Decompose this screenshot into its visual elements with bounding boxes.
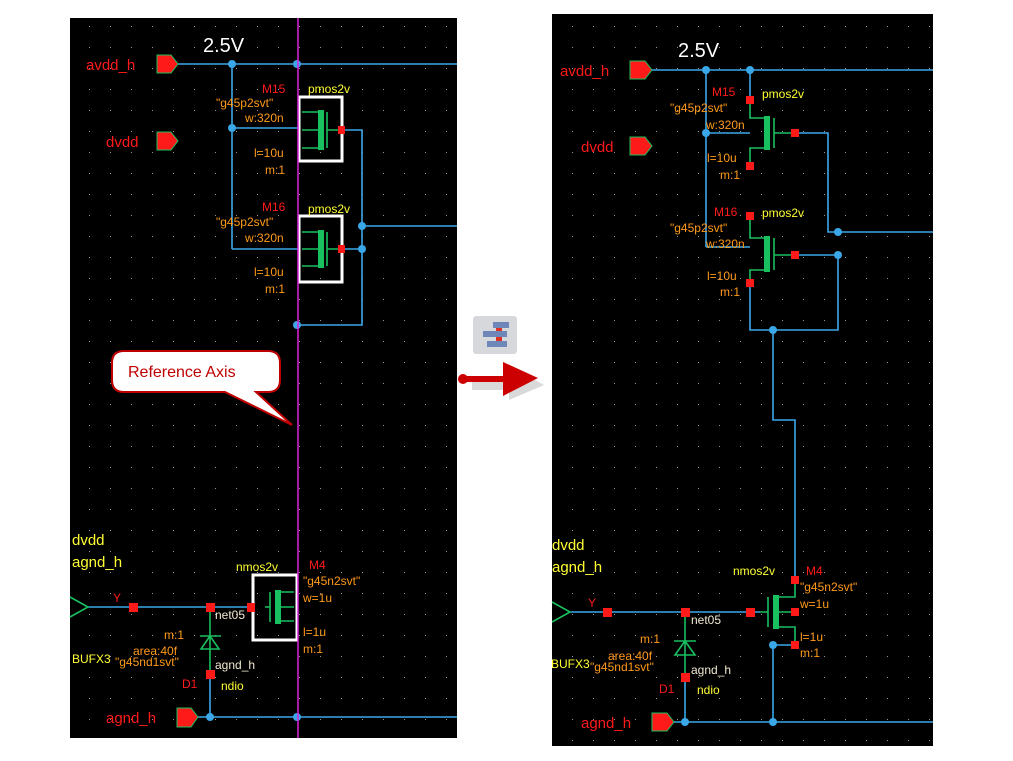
m15-name: M15: [262, 82, 286, 96]
m4-multiplier: m:1: [800, 646, 820, 660]
m16-model: "g45p2svt": [670, 221, 727, 235]
m4-width: w=1u: [302, 591, 332, 605]
m15-width: w:320n: [244, 111, 284, 125]
align-vertical-icon[interactable]: [473, 316, 517, 354]
d1-cell: ndio: [697, 683, 720, 697]
y-terminal: [603, 608, 612, 617]
m15-model: "g45p2svt": [670, 101, 727, 115]
m4-length: l=1u: [303, 625, 326, 639]
d1-net: agnd_h: [691, 663, 731, 677]
net-y-label: Y: [113, 591, 121, 605]
m4-model: "g45n2svt": [303, 574, 360, 588]
transistor-m15[interactable]: M15 pmos2v "g45p2svt" w:320n l=10u m:1: [216, 82, 350, 177]
diode-terminal: [206, 603, 215, 612]
m4-width: w=1u: [799, 597, 829, 611]
wires: [570, 69, 933, 723]
callout-text: Reference Axis: [128, 364, 236, 381]
transistor-m4[interactable]: nmos2v M4 "g45n2svt" w=1u l=1u m:1: [236, 558, 360, 656]
offpage-dvdd: dvdd: [552, 537, 585, 554]
avdd-pin[interactable]: [629, 60, 653, 80]
m15-width: w:320n: [705, 118, 745, 132]
m15-multiplier: m:1: [265, 163, 285, 177]
m4-model: "g45n2svt": [800, 580, 857, 594]
avdd-pin-label: avdd_h: [86, 57, 135, 74]
m16-cell: pmos2v: [308, 202, 350, 216]
agnd-pin[interactable]: [651, 712, 675, 732]
y-pin-arrow[interactable]: [69, 596, 90, 618]
y-terminal: [129, 603, 138, 612]
d1-area: area:40f: [608, 649, 653, 663]
buffer-label: BUFX3: [72, 652, 111, 666]
m16-model: "g45p2svt": [216, 215, 273, 229]
m16-width: w:320n: [705, 237, 745, 251]
schematic-before[interactable]: avdd_h dvdd agnd_h 2.5V M15 pmos2v "g45p…: [69, 18, 457, 738]
schematic-after[interactable]: avdd_h dvdd agnd_h 2.5V M15 pmos2v "g45p…: [551, 14, 933, 746]
d1-multiplier: m:1: [640, 632, 660, 646]
m15-length: l=10u: [254, 146, 284, 160]
d1-cell: ndio: [221, 679, 244, 693]
wire-nodes: [206, 60, 366, 721]
m4-cell: nmos2v: [236, 560, 278, 574]
offpage-dvdd: dvdd: [72, 532, 105, 549]
m15-name: M15: [712, 85, 736, 99]
diode-d1[interactable]: m:1 area:40f "g45nd1svt" agnd_h D1 ndio: [590, 632, 731, 697]
transform-arrow-icon: [458, 362, 544, 400]
d1-model: "g45nd1svt": [115, 655, 179, 669]
m15-model: "g45p2svt": [216, 96, 273, 110]
diode-d1[interactable]: m:1 area:40f "g45nd1svt" agnd_h D1 ndio: [115, 628, 255, 693]
buffer-label: BUFX3: [551, 657, 590, 671]
dvdd-pin-label: dvdd: [581, 139, 614, 156]
dvdd-pin-label: dvdd: [106, 134, 139, 151]
m16-length: l=10u: [254, 265, 284, 279]
offpage-agnd: agnd_h: [72, 554, 122, 571]
grid: [552, 14, 933, 746]
reference-axis-callout: Reference Axis: [111, 350, 293, 426]
m16-length: l=10u: [707, 269, 737, 283]
m16-name: M16: [714, 205, 738, 219]
d1-multiplier: m:1: [164, 628, 184, 642]
dvdd-pin[interactable]: [156, 131, 179, 151]
wire-nodes: [681, 66, 842, 726]
y-pin-arrow[interactable]: [551, 601, 572, 623]
d1-net: agnd_h: [215, 658, 255, 672]
m4-length: l=1u: [800, 630, 823, 644]
d1-name: D1: [659, 682, 675, 696]
transistor-m16[interactable]: M16 pmos2v "g45p2svt" w:320n l=10u m:1: [216, 200, 350, 296]
m4-name: M4: [806, 564, 823, 578]
m4-name: M4: [309, 558, 326, 572]
transistor-m4[interactable]: nmos2v M4 "g45n2svt" w=1u l=1u m:1: [733, 564, 857, 660]
m4-cell: nmos2v: [733, 564, 775, 578]
transistor-m15[interactable]: M15 pmos2v "g45p2svt" w:320n l=10u m:1: [670, 85, 804, 182]
m16-width: w:320n: [244, 231, 284, 245]
d1-model: "g45nd1svt": [590, 660, 654, 674]
agnd-pin-label: agnd_h: [581, 715, 631, 732]
diode-terminal: [681, 608, 690, 617]
net05-label: net05: [215, 608, 245, 622]
avdd-pin[interactable]: [156, 54, 179, 74]
net05-label: net05: [691, 613, 721, 627]
m4-multiplier: m:1: [303, 642, 323, 656]
avdd-pin-label: avdd_h: [560, 63, 609, 80]
supply-voltage-label: 2.5V: [678, 40, 720, 62]
agnd-pin[interactable]: [176, 707, 199, 728]
d1-name: D1: [182, 677, 198, 691]
supply-voltage-label: 2.5V: [203, 35, 245, 57]
m16-multiplier: m:1: [720, 285, 740, 299]
transistor-m16[interactable]: M16 pmos2v "g45p2svt" w:320n l=10u m:1: [670, 205, 804, 299]
m16-name: M16: [262, 200, 286, 214]
m15-cell: pmos2v: [762, 87, 804, 101]
agnd-pin-label: agnd_h: [106, 710, 156, 727]
m15-multiplier: m:1: [720, 168, 740, 182]
m16-cell: pmos2v: [762, 206, 804, 220]
d1-area: area:40f: [133, 644, 178, 658]
offpage-agnd: agnd_h: [552, 559, 602, 576]
dvdd-pin[interactable]: [629, 136, 653, 156]
m16-multiplier: m:1: [265, 282, 285, 296]
m15-length: l=10u: [707, 151, 737, 165]
m15-cell: pmos2v: [308, 82, 350, 96]
net-y-label: Y: [588, 596, 596, 610]
